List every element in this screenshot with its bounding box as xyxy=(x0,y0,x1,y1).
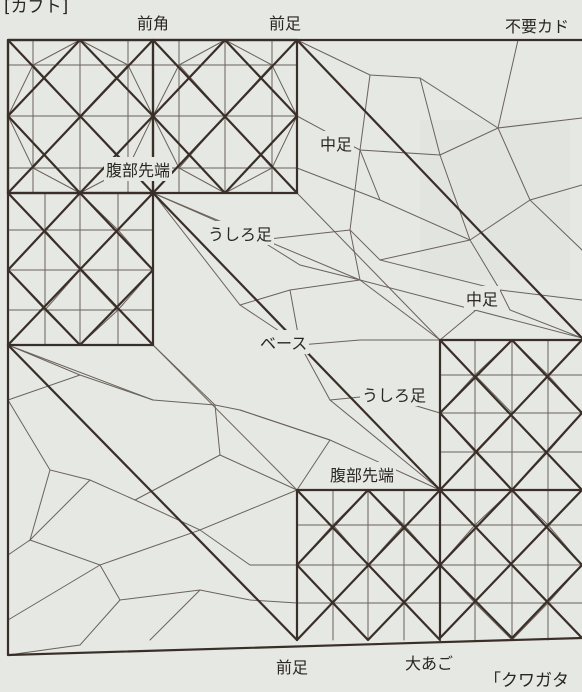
label-middle-leg-upper: 中足 xyxy=(318,131,354,155)
label-big-jaw: 大あご xyxy=(405,650,453,674)
section-title-kuwagata: 「クワガタ xyxy=(484,666,569,691)
label-front-horn: 前角 xyxy=(137,10,169,34)
label-belly-tip-upper: 腹部先端 xyxy=(104,157,172,181)
section-title-kabuto: [カブト] xyxy=(4,0,68,17)
label-middle-leg-right: 中足 xyxy=(464,286,500,310)
label-hind-leg-upper: うしろ足 xyxy=(206,221,274,245)
label-front-leg-top: 前足 xyxy=(269,10,301,34)
label-hind-leg-lower: うしろ足 xyxy=(360,382,428,406)
label-front-leg-bottom: 前足 xyxy=(276,654,308,678)
label-base: ベース xyxy=(258,330,309,354)
label-belly-tip-lower: 腹部先端 xyxy=(328,462,396,486)
label-unneeded-corner: 不要カド xyxy=(505,13,569,37)
